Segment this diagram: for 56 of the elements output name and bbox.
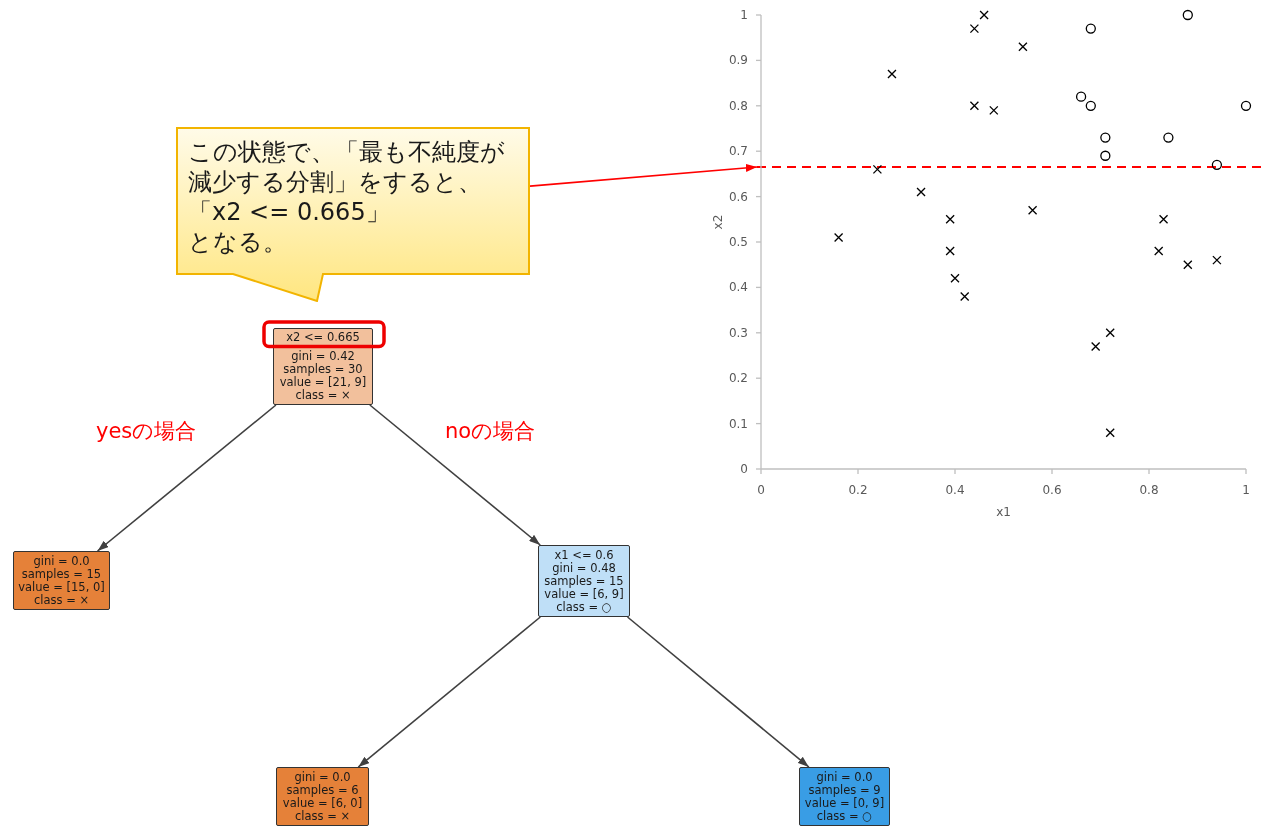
callout-bubble bbox=[176, 127, 530, 302]
tick-label: 0 bbox=[757, 483, 765, 497]
node-text: class = × bbox=[294, 809, 351, 823]
tick-label: 0.4 bbox=[728, 280, 748, 295]
callout-text: 「x2 <= 0.665」 bbox=[188, 197, 390, 227]
tick-label: 0.7 bbox=[728, 144, 748, 159]
node-text: x1 <= 0.6 bbox=[554, 548, 614, 562]
arrow bbox=[369, 404, 541, 546]
tree-node bbox=[538, 545, 630, 617]
arrow bbox=[626, 616, 810, 768]
node-text: gini = 0.0 bbox=[294, 770, 351, 784]
node-text: gini = 0.0 bbox=[33, 554, 90, 568]
callout-text: この状態で、「最も不純度が減少する分割」をすると、 bbox=[188, 137, 506, 197]
tick-label: 0.8 bbox=[1139, 483, 1159, 497]
node-text: value = [0, 9] bbox=[804, 796, 885, 810]
arrow bbox=[357, 616, 542, 768]
callout-text: となる。 bbox=[188, 227, 287, 257]
node-text: samples = 6 bbox=[286, 783, 359, 797]
node-text: value = [15, 0] bbox=[18, 580, 105, 594]
node-text: class = ○ bbox=[816, 809, 873, 823]
node-text: gini = 0.42 bbox=[291, 350, 355, 363]
tree-node bbox=[13, 551, 110, 610]
node-text: samples = 15 bbox=[21, 567, 102, 581]
tick-label: 0.6 bbox=[728, 189, 748, 204]
axis-title: x1 bbox=[996, 505, 1011, 519]
tree-node bbox=[276, 767, 369, 826]
node-text: samples = 30 bbox=[283, 363, 363, 376]
tick-label: 0.9 bbox=[728, 53, 748, 68]
node-text: class = × bbox=[295, 389, 351, 402]
node-text: samples = 15 bbox=[544, 574, 624, 588]
node-text: class = ○ bbox=[556, 600, 612, 614]
node-text: gini = 0.48 bbox=[552, 561, 616, 575]
node-text: samples = 9 bbox=[808, 783, 881, 797]
tree-node bbox=[799, 767, 890, 826]
tick-label: 0.8 bbox=[728, 98, 748, 113]
node-text: x2 <= 0.665 bbox=[286, 331, 360, 344]
arrow bbox=[529, 163, 758, 187]
tree-node bbox=[273, 328, 373, 405]
node-text: value = [6, 0] bbox=[282, 796, 363, 810]
tick-label: 0.1 bbox=[728, 416, 748, 431]
arrow bbox=[96, 404, 277, 552]
node-text: class = × bbox=[33, 593, 90, 607]
tick-label: 0.4 bbox=[945, 483, 965, 497]
tick-label: 1 bbox=[740, 8, 748, 22]
tick-label: 0 bbox=[740, 462, 748, 476]
axis-title: x2 bbox=[711, 214, 725, 230]
node-text: value = [21, 9] bbox=[279, 376, 367, 389]
tick-label: 0.6 bbox=[1042, 483, 1062, 497]
threshold-line bbox=[757, 165, 1262, 169]
tick-label: 0.3 bbox=[728, 325, 748, 340]
node-text: value = [6, 9] bbox=[544, 587, 624, 601]
tick-label: 0.2 bbox=[848, 483, 868, 497]
tick-label: 1 bbox=[1242, 483, 1250, 497]
tick-label: 0.2 bbox=[728, 371, 748, 386]
tick-label: 0.5 bbox=[728, 235, 748, 249]
node-text: gini = 0.0 bbox=[816, 770, 873, 784]
